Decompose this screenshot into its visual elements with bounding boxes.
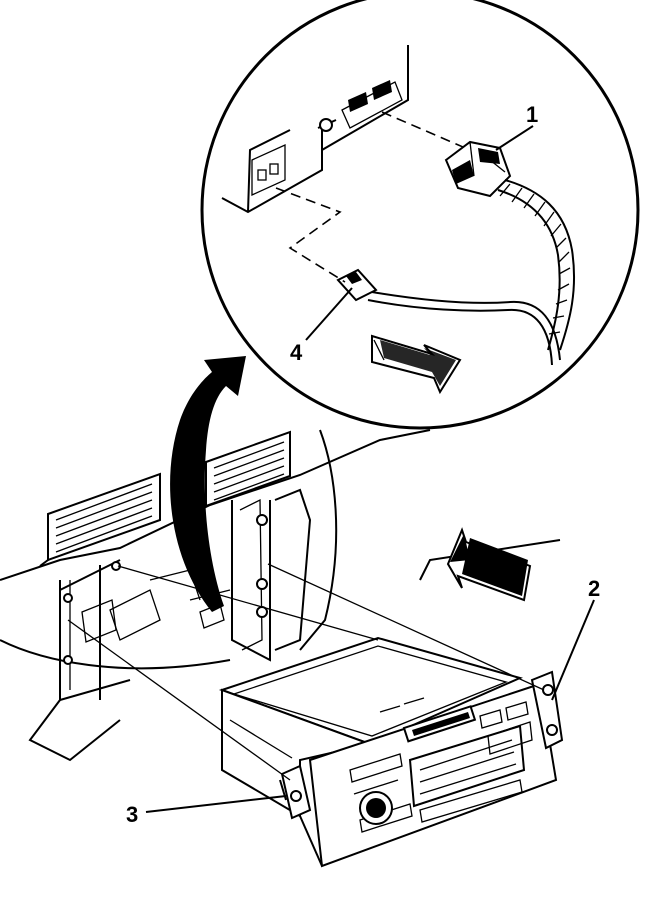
dashboard <box>0 429 561 762</box>
retaining-clip <box>279 764 312 820</box>
alignment-line-antenna <box>275 187 346 283</box>
callout-2: 2 <box>551 576 600 701</box>
detail-arrow <box>371 334 462 395</box>
insert-arrow <box>446 527 532 602</box>
radio-rear-panel <box>221 45 409 214</box>
guide-line-right <box>267 563 545 691</box>
callout-2-label: 2 <box>588 576 600 601</box>
callout-1-label: 1 <box>526 102 538 127</box>
removal-arrow <box>170 356 246 612</box>
radio-unit <box>218 636 558 868</box>
antenna-plug <box>336 268 378 302</box>
harness-connector <box>444 140 512 198</box>
detail-view <box>200 0 640 430</box>
callout-3: 3 <box>126 795 287 827</box>
guide-line-left <box>67 619 291 781</box>
callout-4-label: 4 <box>290 340 303 365</box>
wiring-harness <box>367 179 576 366</box>
callout-4: 4 <box>290 287 353 365</box>
callout-3-label: 3 <box>126 802 138 827</box>
guide-line-top <box>117 565 379 641</box>
callout-1: 1 <box>495 102 538 151</box>
